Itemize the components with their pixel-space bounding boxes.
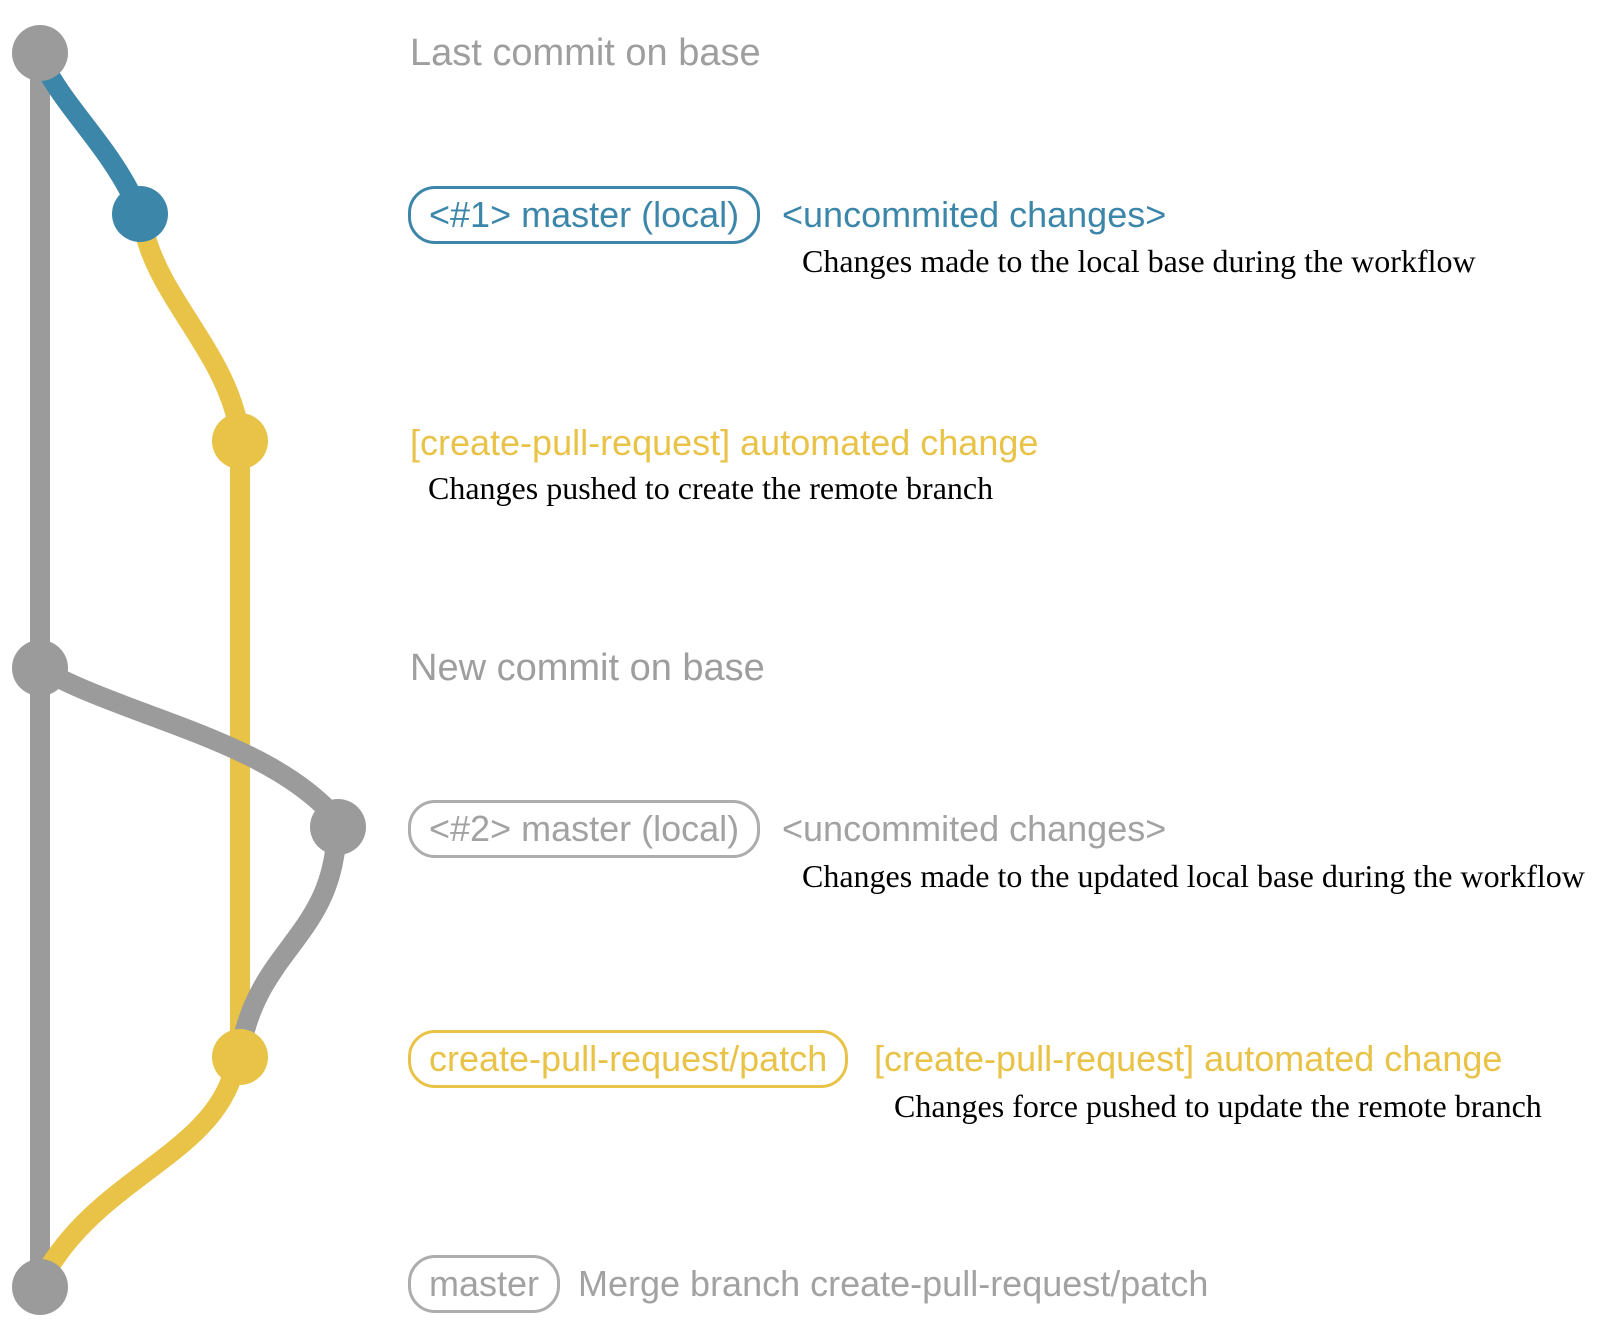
- note-automated-change-1: [create-pull-request] automated change: [410, 422, 1039, 463]
- local-changes-2-merge-line: [232, 832, 346, 1052]
- badge-master-local-1: <#1> master (local): [408, 186, 761, 244]
- caption-last-commit-on-base: Last commit on base: [410, 32, 761, 74]
- note-uncommited-changes-2: <uncommited changes>: [782, 808, 1167, 849]
- desc-changes-force-pushed: Changes force pushed to update the remot…: [894, 1088, 1542, 1124]
- commit-dot-uncommited-2: [310, 799, 366, 855]
- note-uncommited-changes-1: <uncommited changes>: [782, 194, 1167, 235]
- commit-dot-automated-1: [212, 413, 268, 469]
- commit-dot-merge: [12, 1259, 68, 1315]
- badge-create-pull-request-patch: create-pull-request/patch: [408, 1030, 849, 1088]
- note-automated-change-2: [create-pull-request] automated change: [874, 1038, 1503, 1079]
- commit-dot-last-base: [12, 25, 68, 81]
- commit-dot-automated-2: [212, 1029, 268, 1085]
- desc-local-base-changes-1: Changes made to the local base during th…: [802, 243, 1476, 279]
- local-changes-2-branch-line: [30, 658, 340, 822]
- badge-master-local-2: <#2> master (local): [408, 800, 761, 858]
- commit-dot-uncommited-1: [112, 186, 168, 242]
- desc-changes-pushed: Changes pushed to create the remote bran…: [428, 470, 994, 506]
- patch-branch-curve-top: [135, 224, 248, 434]
- commit-dot-new-base: [12, 640, 68, 696]
- patch-merge-line: [34, 1060, 244, 1286]
- desc-local-base-changes-2: Changes made to the updated local base d…: [802, 858, 1585, 894]
- note-merge-branch: Merge branch create-pull-request/patch: [578, 1263, 1209, 1304]
- commit-graph: [12, 25, 366, 1315]
- local-changes-1-branch-line: [30, 48, 142, 206]
- caption-new-commit-on-base: New commit on base: [410, 647, 765, 689]
- badge-master: master: [408, 1255, 561, 1313]
